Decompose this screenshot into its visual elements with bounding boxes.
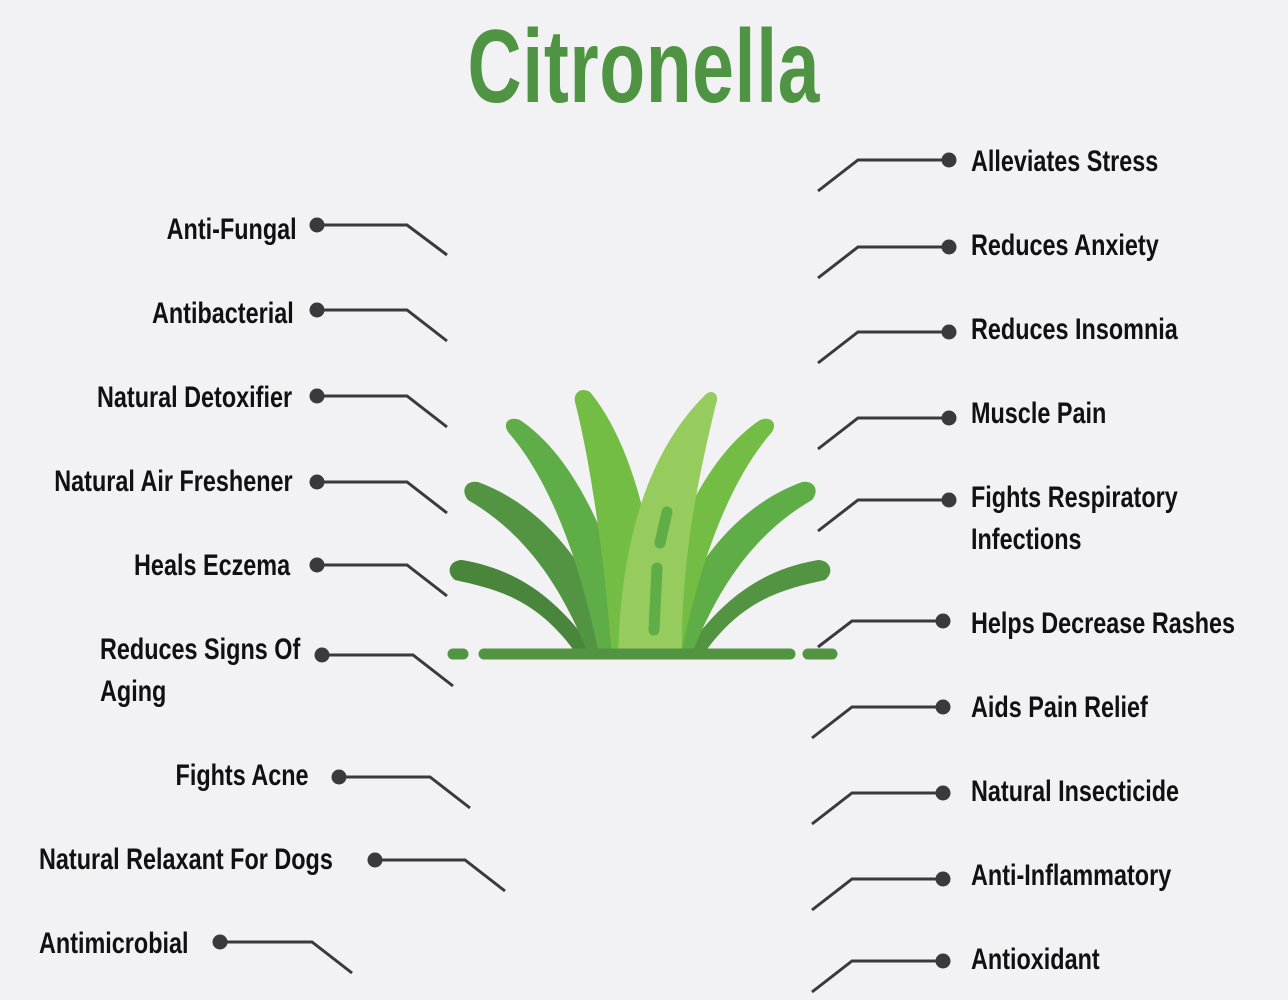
benefit-antibacterial: Antibacterial <box>152 297 294 330</box>
benefit-antimicrobial: Antimicrobial <box>39 927 189 960</box>
page-title: Citronella <box>467 9 821 125</box>
benefit-helps-decrease-rashes: Helps Decrease Rashes <box>971 607 1236 640</box>
benefit-antioxidant: Antioxidant <box>971 943 1100 976</box>
benefit-reduces-insomnia: Reduces Insomnia <box>971 313 1178 346</box>
benefit-reduces-signs-of-aging-line2: Aging <box>100 675 167 708</box>
benefit-natural-relaxant-for-dogs: Natural Relaxant For Dogs <box>39 843 333 876</box>
benefit-fights-acne: Fights Acne <box>175 759 309 792</box>
benefit-anti-inflammatory: Anti-Inflammatory <box>971 859 1172 892</box>
benefit-anti-fungal: Anti-Fungal <box>167 213 297 246</box>
benefit-heals-eczema: Heals Eczema <box>133 549 290 582</box>
benefit-muscle-pain: Muscle Pain <box>971 397 1107 430</box>
benefit-reduces-signs-of-aging: Reduces Signs Of <box>100 633 301 666</box>
benefit-fights-respiratory-infections-line2: Infections <box>971 523 1082 556</box>
benefit-fights-respiratory-infections: Fights Respiratory <box>971 481 1178 514</box>
benefit-natural-air-freshener: Natural Air Freshener <box>54 465 293 498</box>
benefit-aids-pain-relief: Aids Pain Relief <box>971 691 1148 724</box>
benefit-alleviates-stress: Alleviates Stress <box>971 145 1159 178</box>
benefit-reduces-anxiety: Reduces Anxiety <box>971 229 1159 262</box>
benefit-natural-detoxifier: Natural Detoxifier <box>96 381 292 414</box>
benefit-natural-insecticide: Natural Insecticide <box>971 775 1180 808</box>
